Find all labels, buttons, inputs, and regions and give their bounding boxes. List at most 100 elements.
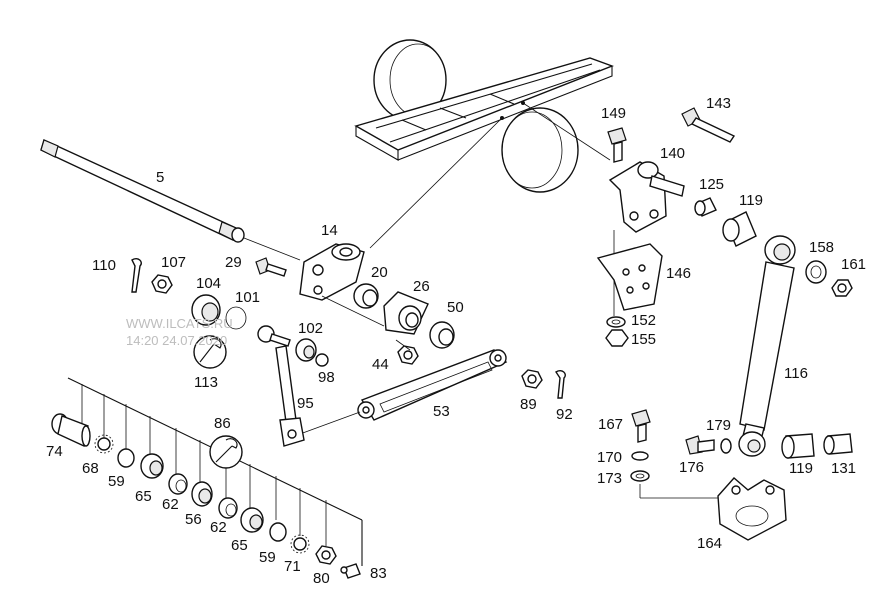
ring-101	[225, 306, 247, 330]
callout-62b[interactable]: 62	[210, 519, 227, 536]
callout-119a[interactable]: 119	[739, 192, 763, 209]
callout-86[interactable]: 86	[214, 415, 231, 432]
bushing-65	[140, 453, 164, 479]
callout-71[interactable]: 71	[284, 558, 301, 575]
callout-164[interactable]: 164	[697, 535, 722, 552]
callout-107[interactable]: 107	[161, 254, 186, 271]
bushing-125	[694, 197, 717, 217]
callout-149[interactable]: 149	[601, 105, 626, 122]
nut-44	[397, 345, 419, 365]
vehicle-frame-sketch	[354, 39, 614, 193]
bushing-131	[823, 433, 853, 455]
callout-116[interactable]: 116	[784, 365, 808, 382]
bushing-104	[191, 294, 221, 326]
callout-50[interactable]: 50	[447, 299, 464, 316]
washer-173	[630, 470, 650, 482]
callout-152[interactable]: 152	[631, 312, 656, 329]
nut-80	[315, 545, 337, 565]
callout-59a[interactable]: 59	[108, 473, 125, 490]
bolt-167	[631, 409, 651, 443]
callout-161[interactable]: 161	[841, 256, 866, 273]
callout-44[interactable]: 44	[372, 356, 389, 373]
callout-102[interactable]: 102	[298, 320, 323, 337]
shock-absorber-116	[738, 235, 796, 457]
callout-56[interactable]: 56	[185, 511, 202, 528]
callout-167[interactable]: 167	[598, 416, 623, 433]
ring-59	[117, 448, 135, 468]
callout-158[interactable]: 158	[809, 239, 834, 256]
cap-98	[315, 353, 329, 367]
rod-95	[257, 325, 305, 447]
bushing-50	[429, 321, 455, 349]
bushing-62-b	[218, 497, 238, 519]
nut-161	[831, 279, 853, 297]
watermark-site: WWW.ILCATS.RU	[126, 316, 233, 331]
callout-74[interactable]: 74	[46, 443, 63, 460]
callout-53[interactable]: 53	[433, 403, 450, 420]
washer-152	[606, 316, 626, 328]
bolt-29	[255, 257, 287, 277]
callout-83[interactable]: 83	[370, 565, 387, 582]
nut-155	[605, 329, 629, 347]
callout-65a[interactable]: 65	[135, 488, 152, 505]
tool-113-symbol	[193, 335, 227, 369]
callout-176[interactable]: 176	[679, 459, 704, 476]
bushing-56	[191, 481, 213, 507]
bushing-62	[168, 473, 188, 495]
callout-143[interactable]: 143	[706, 95, 731, 112]
callout-89[interactable]: 89	[520, 396, 537, 413]
lock-washer-68	[94, 434, 114, 454]
exploded-row-leaders	[67, 377, 363, 566]
callout-146[interactable]: 146	[666, 265, 691, 282]
bushing-102	[295, 338, 317, 362]
callout-14[interactable]: 14	[321, 222, 338, 239]
bushing-119	[722, 211, 757, 247]
callout-68[interactable]: 68	[82, 460, 99, 477]
callout-29[interactable]: 29	[225, 254, 242, 271]
callout-173[interactable]: 173	[597, 470, 622, 487]
bracket-164	[717, 477, 787, 541]
link-53	[357, 349, 508, 421]
callout-113[interactable]: 113	[194, 374, 218, 391]
split-pin-110	[131, 257, 142, 293]
lock-washer-71	[290, 534, 310, 554]
flange-26	[383, 291, 429, 335]
callout-119b[interactable]: 119	[789, 460, 813, 477]
callout-26[interactable]: 26	[413, 278, 430, 295]
bolt-74	[51, 413, 91, 448]
callout-125[interactable]: 125	[699, 176, 724, 193]
callout-170[interactable]: 170	[597, 449, 622, 466]
bushing-65-b	[240, 507, 264, 533]
bolt-149	[607, 127, 627, 163]
washer-158	[805, 260, 827, 284]
callout-59b[interactable]: 59	[259, 549, 276, 566]
nut-107	[151, 274, 173, 294]
lock-washer-170	[631, 451, 649, 461]
callout-140[interactable]: 140	[660, 145, 685, 162]
bolt-143	[681, 107, 736, 143]
callout-5[interactable]: 5	[156, 169, 164, 186]
split-pin-92	[555, 369, 566, 399]
callout-95[interactable]: 95	[297, 395, 314, 412]
bushing-20	[353, 283, 379, 309]
bracket-140	[608, 161, 685, 233]
callout-98[interactable]: 98	[318, 369, 335, 386]
bolt-176	[685, 435, 715, 455]
callout-65b[interactable]: 65	[231, 537, 248, 554]
nut-89	[521, 369, 543, 389]
shaft-5	[40, 139, 245, 243]
ring-59-b	[269, 522, 287, 542]
callout-62a[interactable]: 62	[162, 496, 179, 513]
callout-101[interactable]: 101	[235, 289, 260, 306]
callout-155[interactable]: 155	[631, 331, 656, 348]
callout-179[interactable]: 179	[706, 417, 731, 434]
bushing-119-b	[781, 433, 815, 459]
callout-104[interactable]: 104	[196, 275, 221, 292]
callout-131[interactable]: 131	[831, 460, 856, 477]
callout-80[interactable]: 80	[313, 570, 330, 587]
callout-110[interactable]: 110	[92, 257, 116, 274]
callout-20[interactable]: 20	[371, 264, 388, 281]
callout-92[interactable]: 92	[556, 406, 573, 423]
